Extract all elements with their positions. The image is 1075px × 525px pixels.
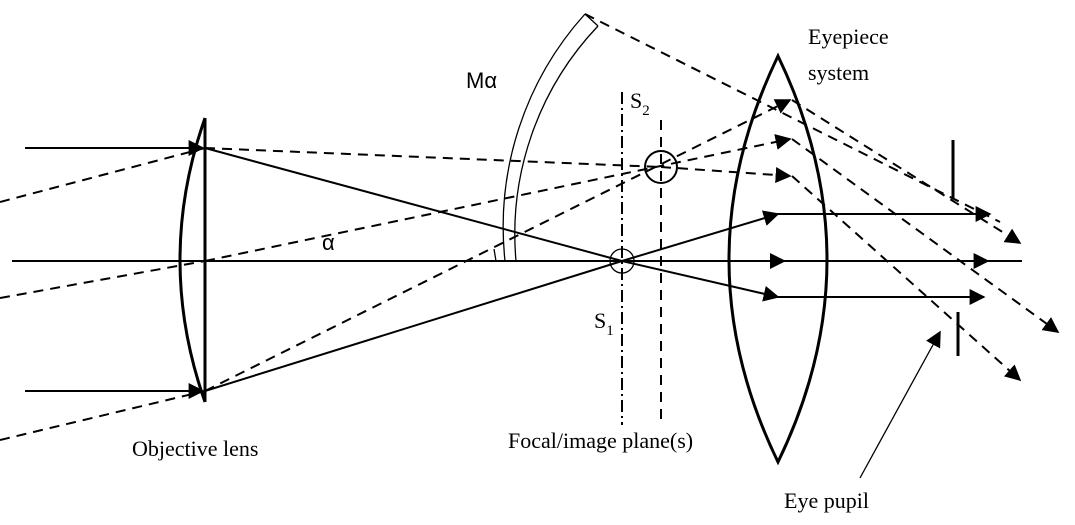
image-point-s1: [609, 248, 635, 274]
eyepiece-lens: [727, 52, 829, 466]
image-point-s2: [644, 150, 678, 184]
objective-lens-label: Objective lens: [132, 436, 258, 461]
eyepiece-label-line1: Eyepiece: [808, 24, 889, 49]
oblique-ray-top: [0, 147, 206, 203]
exit-oblique-2: [791, 138, 1060, 333]
ray-top-to-s2: [204, 147, 662, 168]
alpha-label: α: [322, 230, 335, 255]
ray-middle-to-s2: [204, 134, 792, 262]
exit-oblique-1: [791, 99, 1022, 244]
magnified-angle-ray: [584, 13, 1001, 223]
eyepiece-label-line2: system: [808, 60, 869, 85]
focal-plane-label: Focal/image plane(s): [508, 428, 693, 453]
ray-bottom-to-eyepiece: [204, 99, 792, 392]
eye-pupil-pointer: [859, 330, 941, 479]
alpha-angle-arc: [493, 248, 497, 262]
s2-label: S2: [630, 88, 650, 119]
m-alpha-angle-arc: [502, 13, 599, 262]
m-alpha-label: Mα: [466, 68, 497, 93]
ray-bottom-to-s1: [204, 260, 623, 392]
ray-s1-lower: [621, 260, 780, 302]
ray-s1-upper: [621, 210, 780, 262]
eye-pupil-label: Eye pupil: [784, 488, 869, 513]
oblique-ray-middle: [0, 260, 206, 299]
ray-top-to-s1: [204, 147, 623, 262]
oblique-ray-bottom: [0, 390, 206, 441]
s1-label: S1: [594, 308, 614, 339]
ray-s2-to-eyepiece-low: [660, 166, 792, 183]
